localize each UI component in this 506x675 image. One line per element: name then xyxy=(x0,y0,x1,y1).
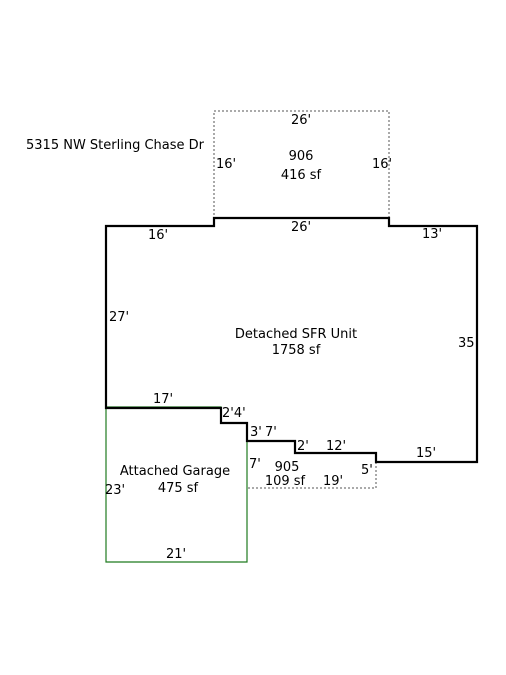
upper-left-dimension: 16' xyxy=(216,157,236,172)
main-right-dimension: 35 xyxy=(458,336,475,351)
main-left-dimension: 27' xyxy=(109,310,129,325)
step-b-dimension: 3' xyxy=(250,425,262,440)
upper-top-dimension: 26' xyxy=(291,113,311,128)
step-d-dimension: 2' xyxy=(297,439,309,454)
main-top-right-dimension: 13' xyxy=(422,227,442,242)
main-step-top-dimension: 17' xyxy=(153,392,173,407)
garage-room-area: 475 sf xyxy=(158,481,199,496)
small-left-dimension: 7' xyxy=(249,457,261,472)
address-label: 5315 NW Sterling Chase Dr xyxy=(26,138,205,153)
garage-left-dimension: 23' xyxy=(105,483,125,498)
garage-room-name: Attached Garage xyxy=(120,464,230,479)
main-room-area: 1758 sf xyxy=(272,343,321,358)
step-a-dimension: 2'4' xyxy=(222,406,246,421)
garage-bottom-dimension: 21' xyxy=(166,547,186,562)
step-f-dimension: 15' xyxy=(416,446,436,461)
step-c-dimension: 7' xyxy=(265,425,277,440)
main-top-mid-dimension: 26' xyxy=(291,220,311,235)
main-house-outline xyxy=(104,216,479,464)
main-top-left-dimension: 16' xyxy=(148,228,168,243)
small-room-area: 109 sf xyxy=(265,474,306,489)
main-room-name: Detached SFR Unit xyxy=(235,327,357,342)
step-e-dimension: 12' xyxy=(326,439,346,454)
small-room-name: 905 xyxy=(275,460,300,475)
small-right-dimension: 5' xyxy=(361,463,373,478)
upper-right-dimension: 16' xyxy=(372,157,392,172)
upper-room-name: 906 xyxy=(289,149,314,164)
upper-room-area: 416 sf xyxy=(281,168,322,183)
small-bottom-dimension: 19' xyxy=(323,474,343,489)
